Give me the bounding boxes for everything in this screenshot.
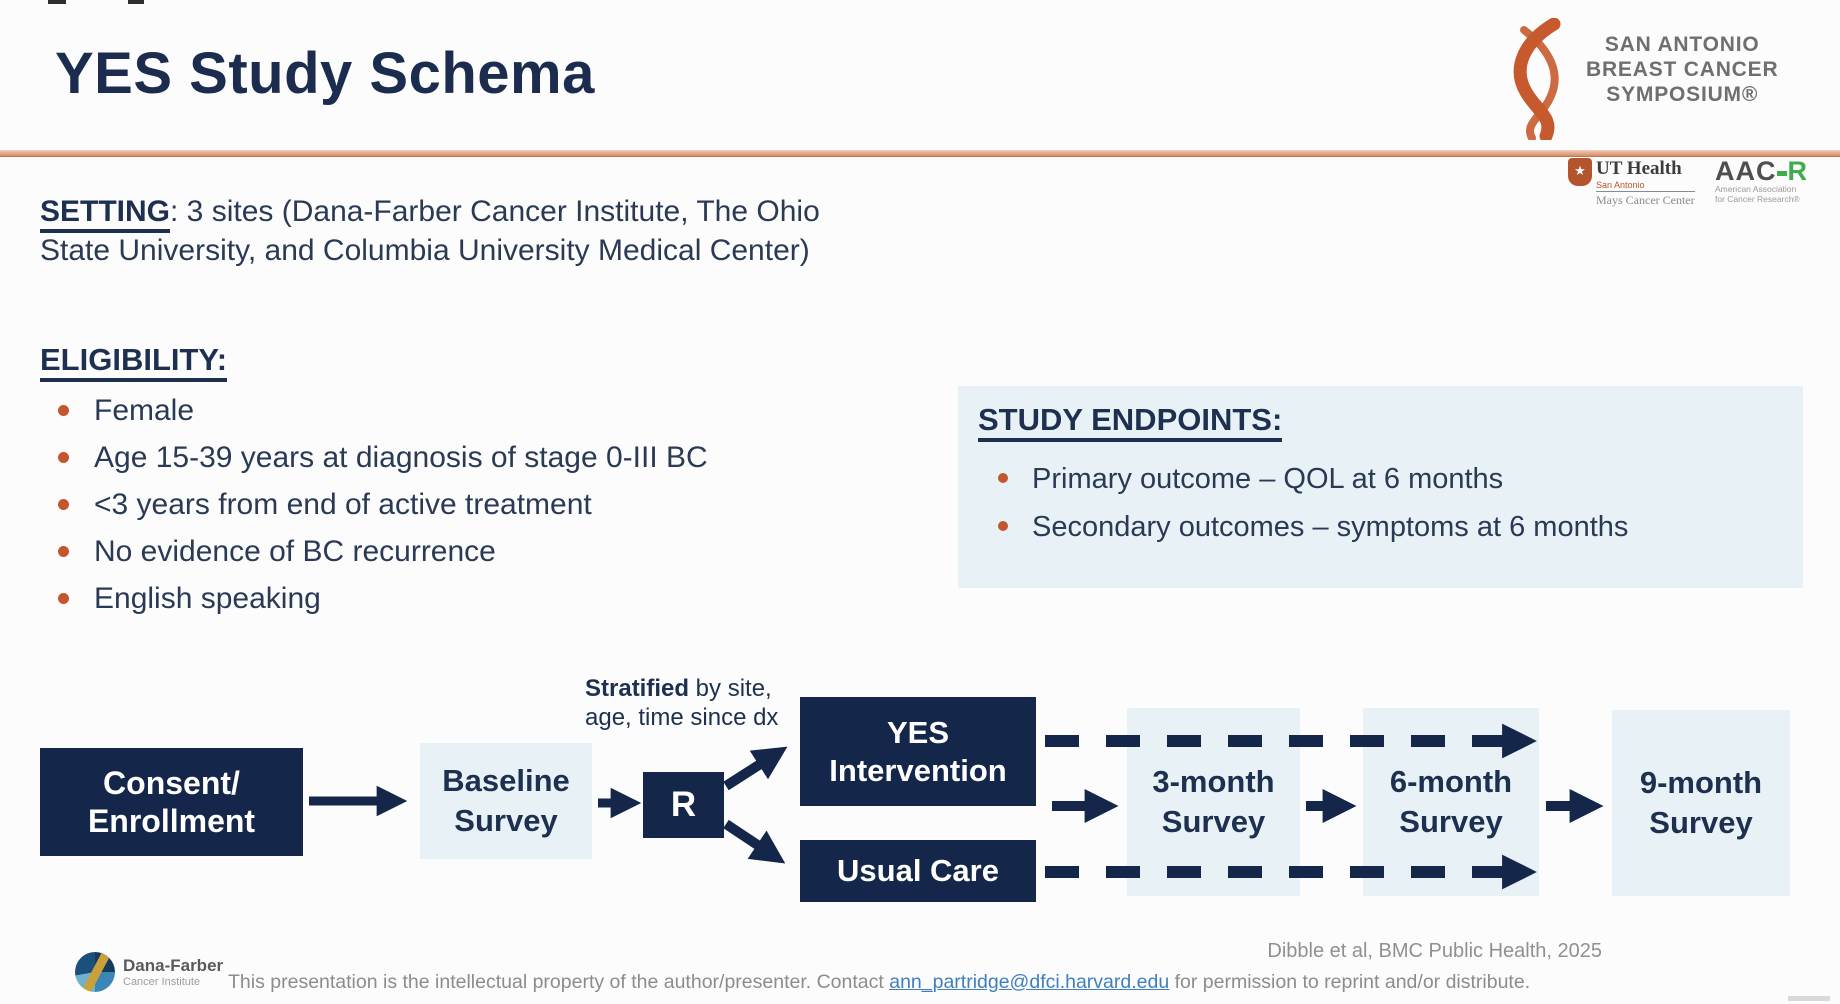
aacr-dash-icon	[1776, 171, 1787, 176]
bullet-icon	[58, 499, 69, 510]
flow-box-randomization: R	[643, 772, 724, 838]
video-artifact	[1788, 996, 1830, 1001]
dana-farber-logo: Dana-Farber Cancer Institute	[75, 952, 223, 992]
list-item: English speaking	[58, 583, 858, 615]
video-artifact	[128, 0, 144, 4]
bullet-icon	[998, 521, 1008, 531]
eligibility-list: Female Age 15-39 years at diagnosis of s…	[58, 395, 858, 630]
eligibility-heading: ELIGIBILITY:	[40, 342, 228, 382]
list-item: No evidence of BC recurrence	[58, 536, 858, 568]
bullet-icon	[58, 405, 69, 416]
bullet-icon	[58, 546, 69, 557]
mays-cancer-center: Mays Cancer Center	[1596, 193, 1695, 207]
bullet-icon	[58, 452, 69, 463]
bullet-icon	[998, 473, 1008, 483]
stratified-note: Stratified by site, age, time since dx	[585, 675, 779, 731]
email-link[interactable]: ann_partridge@dfci.harvard.edu	[889, 971, 1170, 993]
page-title: YES Study Schema	[55, 41, 595, 106]
flow-box-consent-enrollment: Consent/ Enrollment	[40, 748, 303, 856]
ut-health-logo: ★ UT Health San Antonio Mays Cancer Cent…	[1568, 158, 1695, 208]
list-item: Female	[58, 395, 858, 427]
setting-paragraph: SETTING: 3 sites (Dana-Farber Cancer Ins…	[40, 192, 870, 270]
ut-health-city: San Antonio	[1596, 180, 1695, 192]
endpoints-heading: STUDY ENDPOINTS:	[978, 402, 1283, 442]
orange-divider	[0, 150, 1840, 157]
citation: Dibble et al, BMC Public Health, 2025	[1267, 940, 1602, 962]
dana-farber-sub: Cancer Institute	[123, 976, 201, 988]
sabcs-ribbon-icon	[1498, 17, 1580, 145]
study-endpoints-panel: STUDY ENDPOINTS: Primary outcome – QOL a…	[958, 386, 1803, 588]
bullet-icon	[58, 593, 69, 604]
flow-box-baseline-survey: Baseline Survey	[420, 743, 592, 859]
sabcs-logo: SAN ANTONIO BREAST CANCER SYMPOSIUM® ★ U…	[1498, 17, 1818, 208]
setting-text: : 3 sites (Dana-Farber Cancer Institute,…	[40, 195, 820, 267]
sabcs-wordmark: SAN ANTONIO BREAST CANCER SYMPOSIUM®	[1586, 32, 1778, 107]
list-item: Primary outcome – QOL at 6 months	[998, 464, 1778, 495]
flow-box-usual-care: Usual Care	[800, 840, 1036, 902]
disclaimer: This presentation is the intellectual pr…	[228, 971, 1530, 994]
ut-health-name: UT Health	[1596, 158, 1682, 179]
dana-farber-name: Dana-Farber	[123, 956, 224, 975]
aacr-subtitle2: for Cancer Research®	[1715, 194, 1800, 204]
dana-farber-globe-icon	[75, 952, 115, 992]
flow-box-yes-intervention: YES Intervention	[800, 697, 1036, 806]
list-item: Secondary outcomes – symptoms at 6 month…	[998, 512, 1778, 543]
list-item: Age 15-39 years at diagnosis of stage 0-…	[58, 442, 858, 474]
flow-box-3-month-survey: 3-month Survey	[1127, 708, 1300, 896]
sabcs-line3: SYMPOSIUM®	[1606, 83, 1759, 106]
setting-label: SETTING	[40, 195, 171, 233]
video-artifact	[48, 0, 66, 4]
sabcs-line1: SAN ANTONIO	[1604, 33, 1760, 56]
aacr-subtitle1: American Association	[1715, 184, 1797, 194]
flow-box-9-month-survey: 9-month Survey	[1612, 710, 1790, 896]
disclaimer-text-post: for permission to reprint and/or distrib…	[1169, 971, 1531, 993]
endpoints-list: Primary outcome – QOL at 6 months Second…	[998, 464, 1778, 560]
sabcs-line2: BREAST CANCER	[1586, 58, 1779, 81]
flow-box-6-month-survey: 6-month Survey	[1363, 708, 1539, 896]
ut-shield-icon: ★	[1568, 158, 1592, 186]
disclaimer-text-pre: This presentation is the intellectual pr…	[228, 971, 890, 993]
list-item: <3 years from end of active treatment	[58, 489, 858, 521]
